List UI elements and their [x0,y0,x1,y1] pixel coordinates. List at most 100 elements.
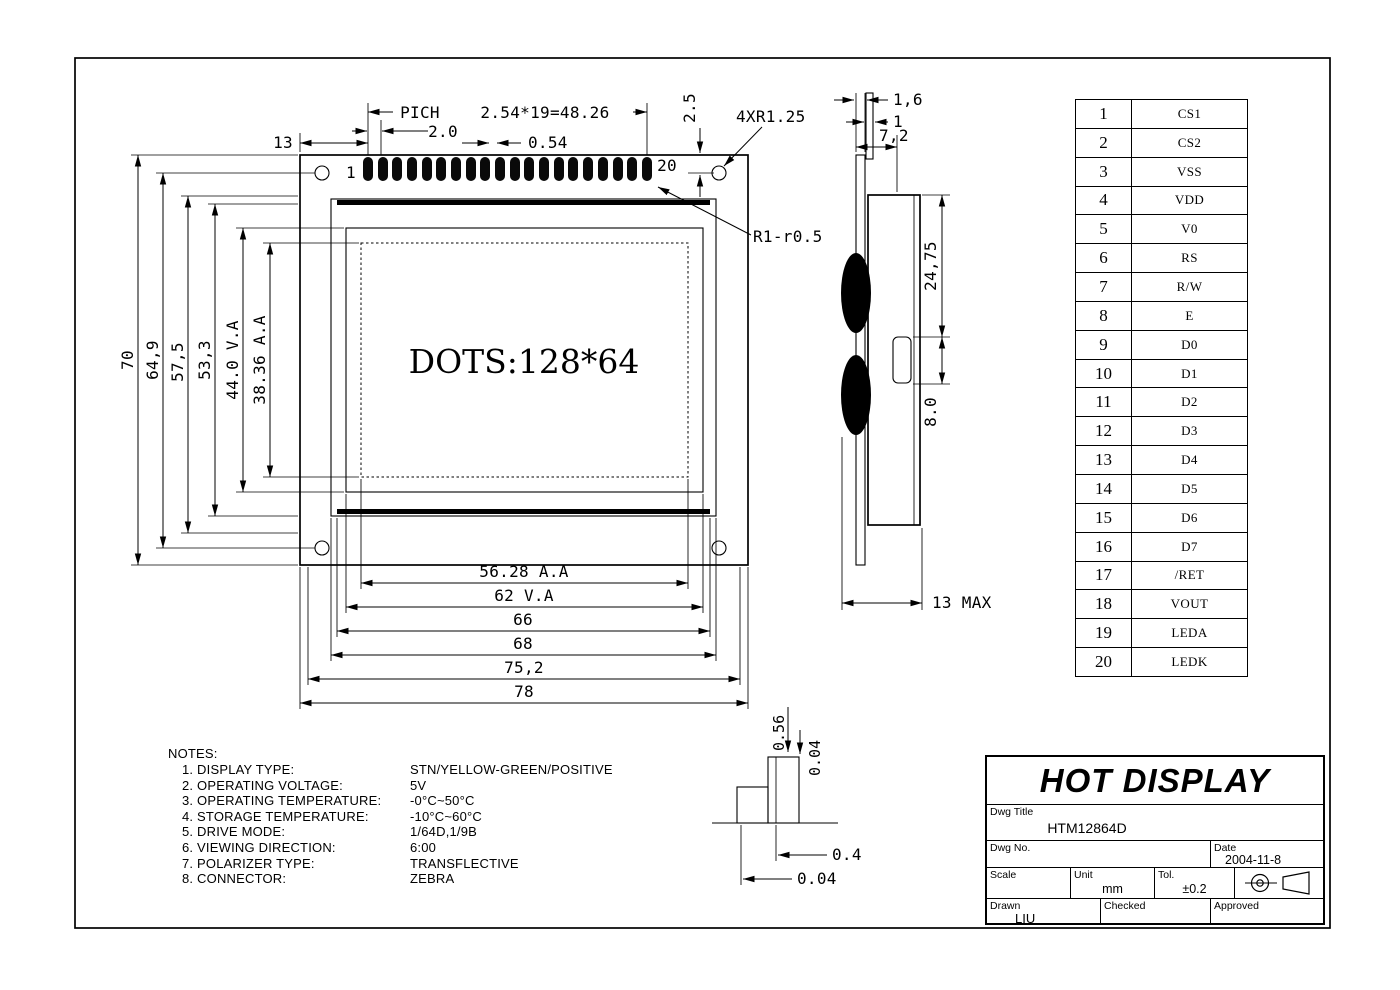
dots-label: DOTS:128*64 [409,342,640,381]
checked-label: Checked [1104,900,1146,912]
checked-cell: Checked [1100,899,1210,925]
pin-number: 9 [1075,329,1132,360]
dwg-no-cell: Dwg No. [987,841,1210,868]
dim-752: 75,2 [504,658,544,677]
drawn-value: LIU [1015,911,1036,926]
dim-68: 68 [513,634,533,653]
dwg-title-label: Dwg Title [990,806,1034,818]
bezel-bottom-edge [337,509,710,514]
pin-name: D4 [1131,445,1248,475]
dim-66: 66 [513,610,533,629]
pin-number: 6 [1075,243,1132,274]
dim-corner-radius: R1-r0.5 [753,227,823,246]
pin-number: 5 [1075,214,1132,245]
note-label: 1. DISPLAY TYPE: [182,762,295,777]
scale-cell: Scale [987,868,1070,899]
front-bottom-dimensions: 56.28 A.A 62 V.A 66 68 75,2 78 [300,562,748,707]
pin-number: 3 [1075,156,1132,187]
dim-70: 70 [118,350,137,370]
dim-pitch-total: 2.54*19=48.26 [480,103,609,122]
drawn-cell: Drawn LIU [987,899,1100,926]
mounting-hole-bottom-right [711,540,727,556]
pin-name: LEDA [1131,618,1248,649]
pin-row: 17/RET [1075,560,1248,591]
pin-name: D7 [1131,531,1248,562]
dim-649: 64,9 [143,340,162,380]
note-label: 4. STORAGE TEMPERATURE: [182,808,369,824]
pin-name: R/W [1131,272,1248,302]
pcb-outline [299,154,749,566]
active-area-outline [360,242,689,478]
notes-section: NOTES: 1. DISPLAY TYPE:STN/YELLOW-GREEN/… [168,746,613,887]
pin-name: D5 [1131,473,1248,504]
pin-number: 16 [1075,531,1132,562]
front-top-dimensions: 13 PICH 2.54*19=48.26 2.0 0.54 2.5 4XR1.… [273,93,822,246]
dim-004-bottom: 0.04 [797,869,837,888]
tol-label: Tol. [1158,869,1175,881]
dim-aa-width: 56.28 A.A [479,562,568,581]
notes-heading: NOTES: [168,746,218,761]
note-value: ZEBRA [410,871,455,887]
note-item: 1. DISPLAY TYPE:STN/YELLOW-GREEN/POSITIV… [168,762,613,778]
pin-number: 20 [1075,647,1132,677]
company-name: HOT DISPLAY [987,757,1323,805]
dim-pitch: 2.0 [428,122,458,141]
dwg-no-label: Dwg No. [990,842,1031,854]
scale-label: Scale [990,869,1017,881]
pin-number: 8 [1075,300,1132,331]
pin-name: D2 [1131,387,1248,418]
tol-cell: Tol. ±0.2 [1154,868,1234,899]
dim-8: 8.0 [921,397,940,427]
side-elastomer-top [841,253,871,333]
pin-number: 18 [1075,589,1132,620]
note-label: 7. POLARIZER TYPE: [182,855,315,871]
dim-left-offset: 13 [273,133,293,152]
dwg-title-value: HTM12864D [1047,820,1127,836]
pin-number: 12 [1075,416,1132,447]
pin-name: RS [1131,243,1248,274]
pin-number: 1 [1075,99,1132,129]
pin-number: 4 [1075,185,1132,216]
side-pin [865,92,874,160]
dim-575: 57,5 [168,342,187,382]
note-label: 8. CONNECTOR: [182,871,287,887]
note-item: 7. POLARIZER TYPE:TRANSFLECTIVE [168,856,613,872]
pin-name: D6 [1131,502,1248,533]
dim-533: 53,3 [195,340,214,380]
pin-name: D0 [1131,329,1248,360]
mounting-hole-top-right [711,165,727,181]
dim-va-height: 44.0 V.A [223,320,242,400]
pin-header [363,157,652,181]
side-tab [892,336,912,384]
dim-056: 0.56 [770,715,788,751]
note-value: -0°C~50°C [410,793,475,809]
pin-name: CS1 [1131,99,1248,129]
side-view [841,92,921,566]
mounting-hole-bottom-left [314,540,330,556]
dim-pich-label: PICH [400,103,440,122]
bezel-outline [330,198,717,517]
unit-label: Unit [1074,869,1093,881]
bezel-top-edge [337,200,710,205]
dim-va-width: 62 V.A [494,586,554,605]
side-extension-lines [841,93,950,610]
dim-16: 1,6 [893,90,923,109]
third-angle-projection-icon [1245,871,1310,895]
pin-name: E [1131,300,1248,331]
pin-number: 10 [1075,358,1132,389]
